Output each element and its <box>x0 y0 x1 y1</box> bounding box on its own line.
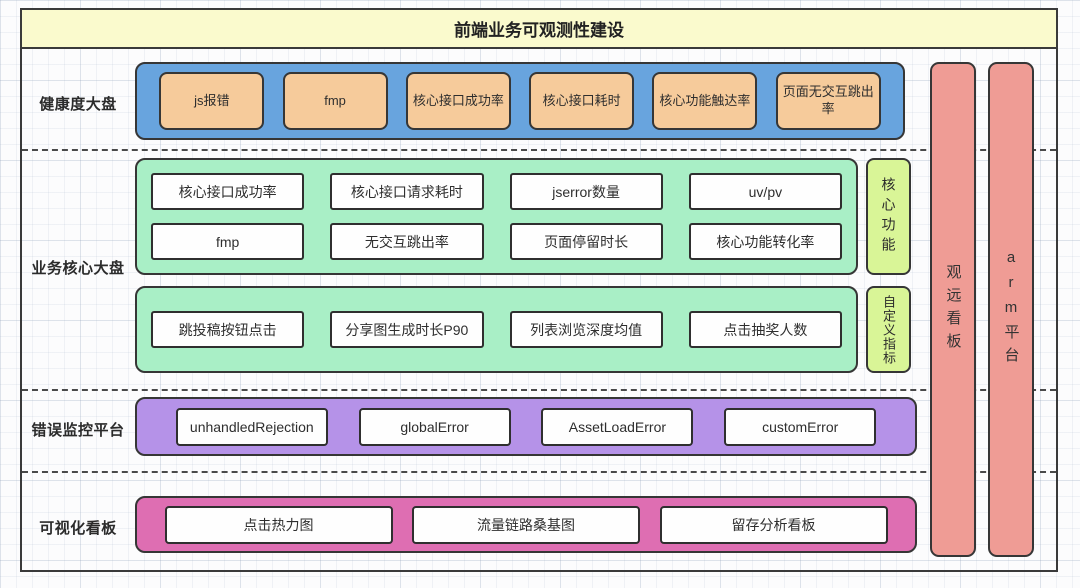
metric-node: 跳投稿按钮点击 <box>151 311 305 348</box>
health-dashboard-container: js报错 fmp 核心接口成功率 核心接口耗时 核心功能触达率 页面无交互跳出率 <box>135 62 905 140</box>
row-label-health: 健康度大盘 <box>39 96 117 113</box>
dashed-separator <box>22 389 1056 391</box>
metric-node: uv/pv <box>688 173 842 210</box>
metric-node: 核心接口请求耗时 <box>330 173 484 210</box>
row-label-visual: 可视化看板 <box>39 520 117 537</box>
dashed-separator <box>22 471 1056 473</box>
metric-node: jserror数量 <box>509 173 663 210</box>
metric-node: 核心接口成功率 <box>405 72 511 130</box>
metric-node: fmp <box>282 72 388 130</box>
error-node: AssetLoadError <box>541 407 694 446</box>
error-node: customError <box>724 407 877 446</box>
metric-node: 核心接口耗时 <box>529 72 635 130</box>
sidebar-arm-platform: arm平台 <box>988 62 1034 557</box>
metric-node: 无交互跳出率 <box>330 223 484 260</box>
custom-metrics-container: 跳投稿按钮点击 分享图生成时长P90 列表浏览深度均值 点击抽奖人数 <box>135 286 858 373</box>
sidebar-guanyuan-board: 观远看板 <box>930 62 976 557</box>
visualization-container: 点击热力图 流量链路桑基图 留存分析看板 <box>135 496 917 553</box>
metric-node: fmp <box>151 223 305 260</box>
tag-core-functions: 核心功能 <box>866 158 911 275</box>
error-monitoring-container: unhandledRejection globalError AssetLoad… <box>135 397 917 456</box>
row-label-core: 业务核心大盘 <box>31 260 125 277</box>
tag-custom-metrics: 自定义指标 <box>866 286 911 373</box>
metric-node: js报错 <box>159 72 265 130</box>
error-node: globalError <box>358 407 511 446</box>
metric-node: 核心接口成功率 <box>151 173 305 210</box>
row-label-error: 错误监控平台 <box>31 422 125 439</box>
metric-node: 核心功能转化率 <box>688 223 842 260</box>
error-node: unhandledRejection <box>175 407 328 446</box>
dashed-separator <box>22 149 1056 151</box>
metric-node: 列表浏览深度均值 <box>509 311 663 348</box>
metric-node: 页面停留时长 <box>509 223 663 260</box>
metric-node: 核心功能触达率 <box>652 72 758 130</box>
visual-node: 留存分析看板 <box>659 505 888 544</box>
visual-node: 流量链路桑基图 <box>412 505 640 544</box>
metric-node: 分享图生成时长P90 <box>330 311 484 348</box>
core-metrics-container: 核心接口成功率 核心接口请求耗时 jserror数量 uv/pv fmp 无交互… <box>135 158 858 275</box>
visual-node: 点击热力图 <box>164 505 393 544</box>
metric-node: 页面无交互跳出率 <box>775 72 881 130</box>
diagram-title: 前端业务可观测性建设 <box>20 8 1058 49</box>
metric-node: 点击抽奖人数 <box>688 311 842 348</box>
